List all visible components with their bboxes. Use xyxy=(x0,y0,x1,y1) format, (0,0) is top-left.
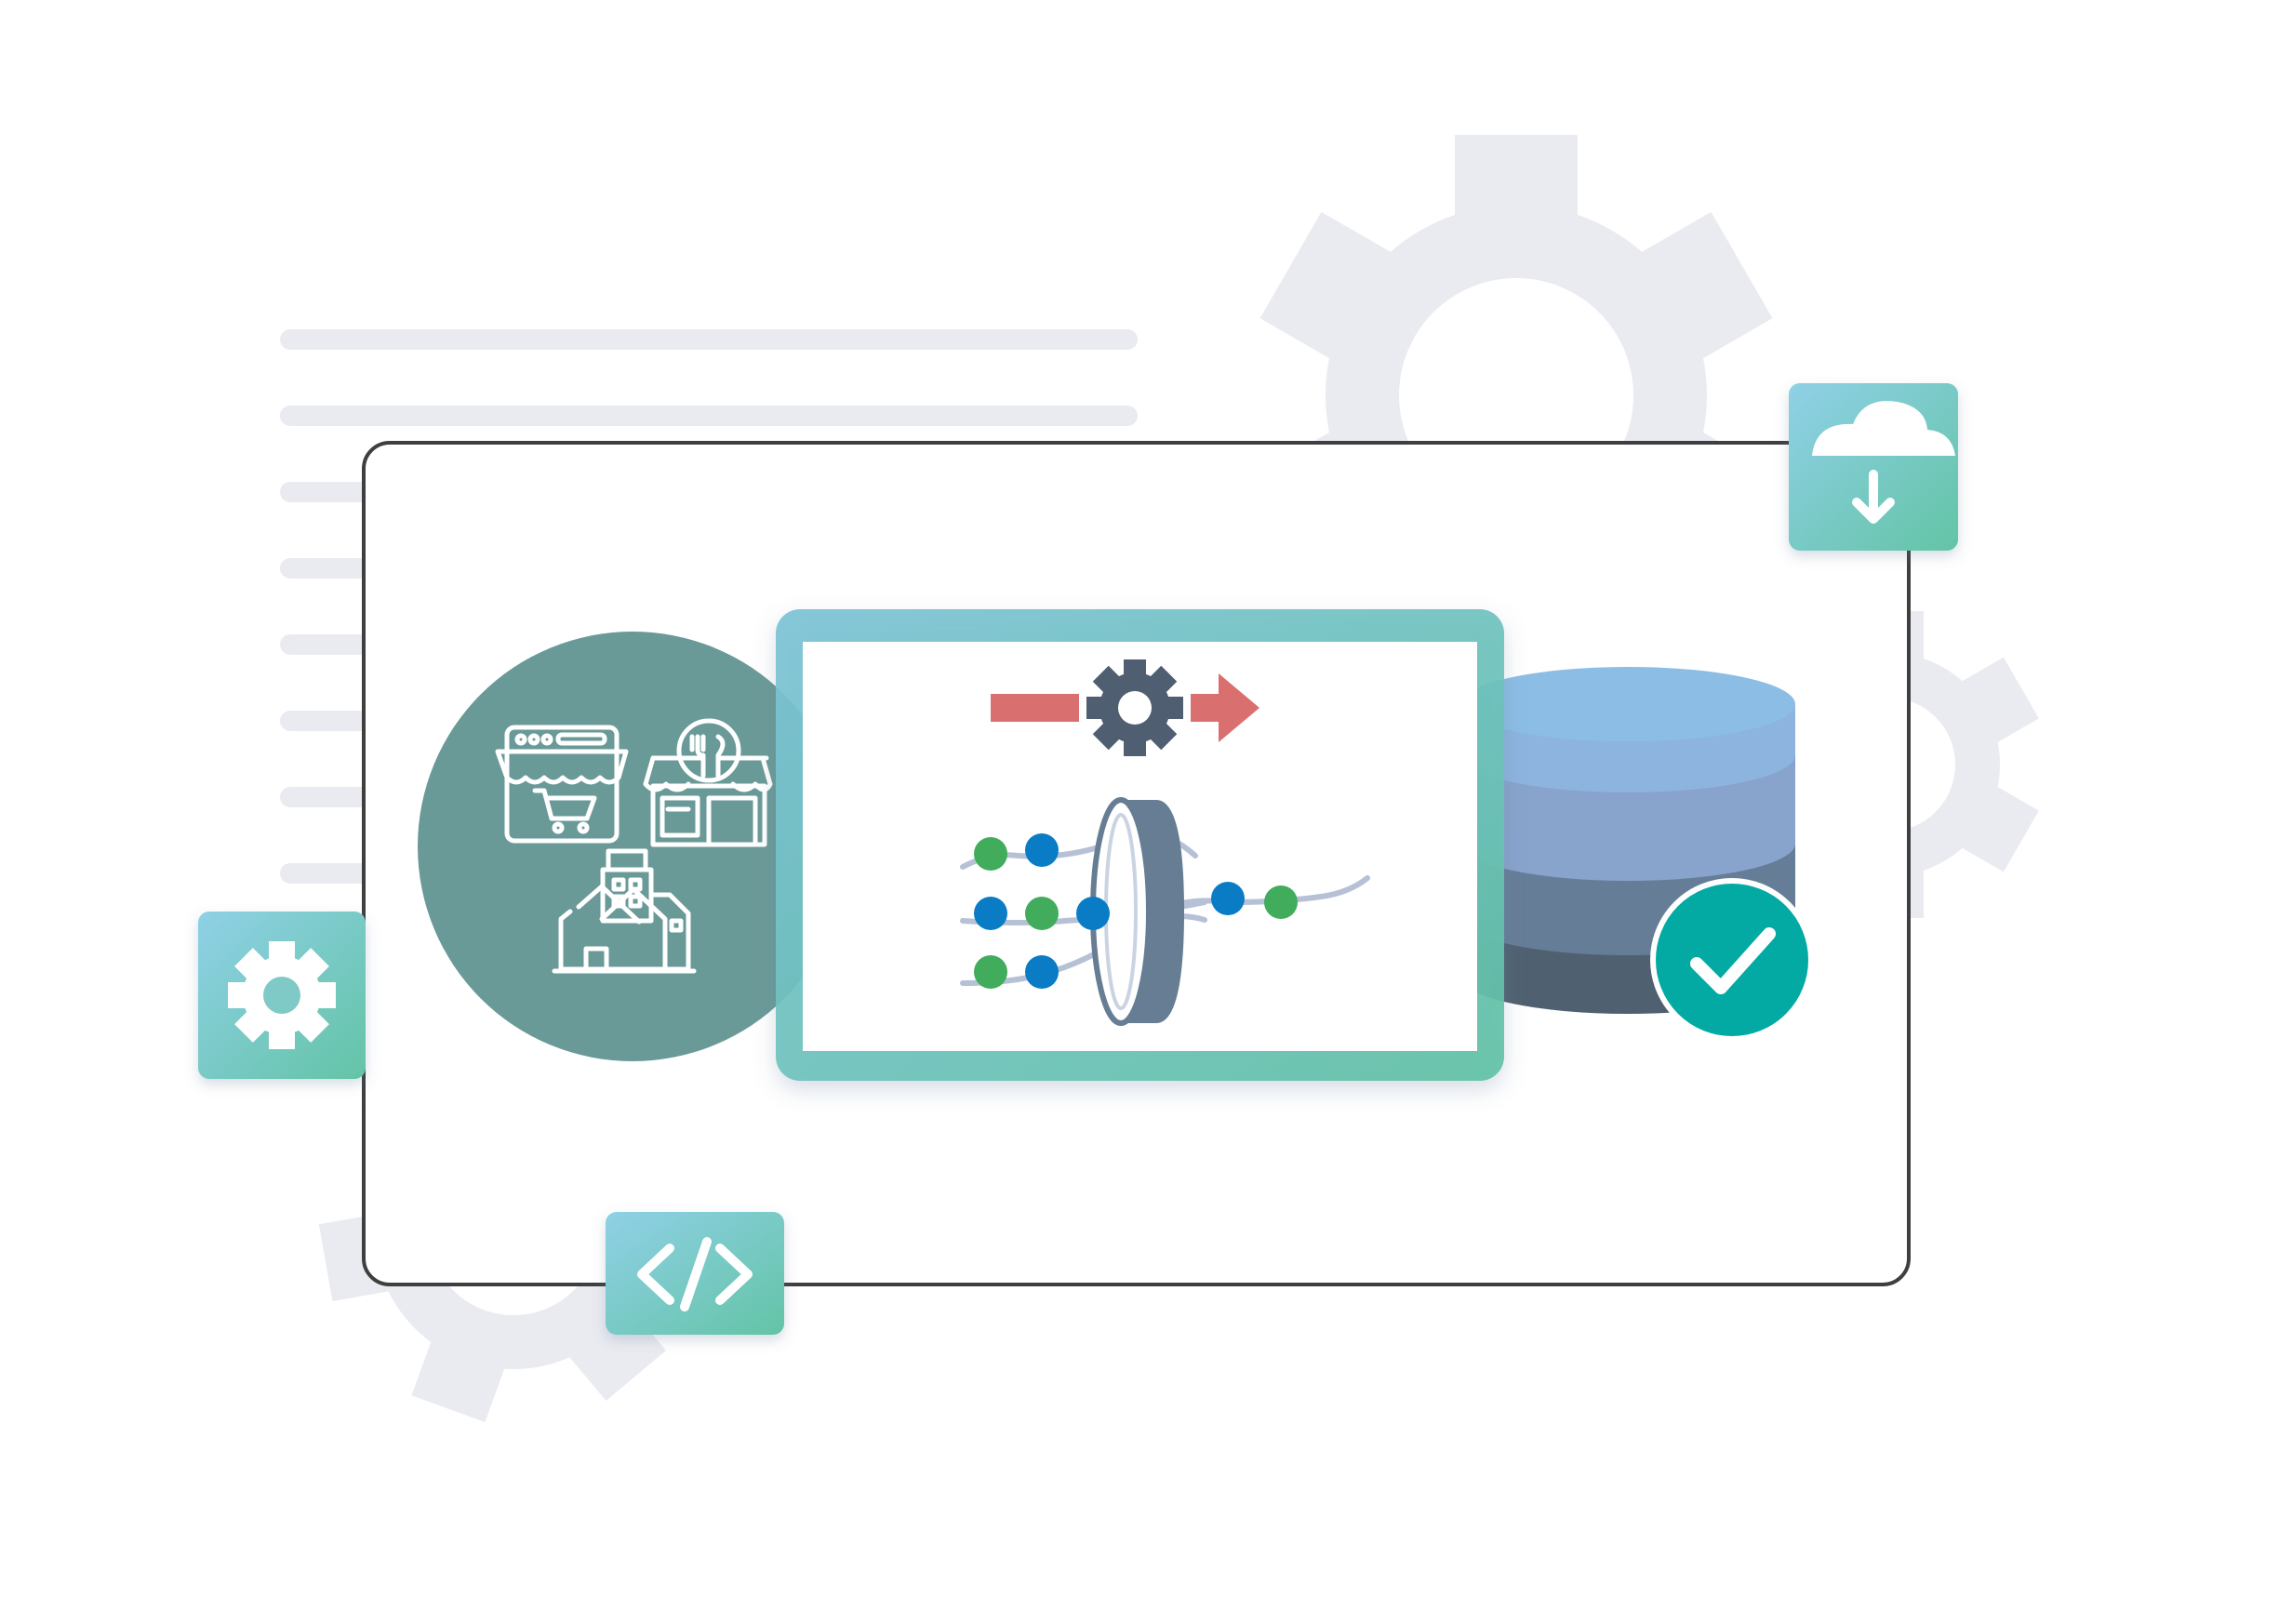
check-badge-icon xyxy=(1650,878,1814,1042)
process-gear-icon xyxy=(1086,659,1183,756)
cloud-download-icon xyxy=(1812,401,1955,524)
cloud-download-tile xyxy=(1789,383,1958,551)
data-dot-blue xyxy=(1025,833,1059,867)
restaurant-storefront-icon xyxy=(643,718,773,847)
data-dot-blue xyxy=(1076,897,1110,930)
gear-icon xyxy=(228,941,336,1049)
code-tile xyxy=(606,1212,784,1335)
data-filter-ring-icon xyxy=(960,797,1370,1026)
filtered-dot-green xyxy=(1264,885,1298,919)
city-buildings-icon xyxy=(552,848,697,974)
data-dots xyxy=(974,833,1298,989)
data-sources-circle xyxy=(418,632,847,1061)
data-dot-green xyxy=(974,837,1007,871)
gear-tile xyxy=(198,912,366,1079)
transform-arrow xyxy=(991,673,1259,742)
data-dot-green xyxy=(1025,897,1059,930)
online-shop-cart-icon xyxy=(495,725,629,844)
data-dot-blue xyxy=(974,897,1007,930)
code-brackets-icon xyxy=(637,1237,753,1311)
data-dot-blue xyxy=(1025,955,1059,989)
data-dot-green xyxy=(974,955,1007,989)
filtered-dot-blue xyxy=(1211,882,1245,915)
